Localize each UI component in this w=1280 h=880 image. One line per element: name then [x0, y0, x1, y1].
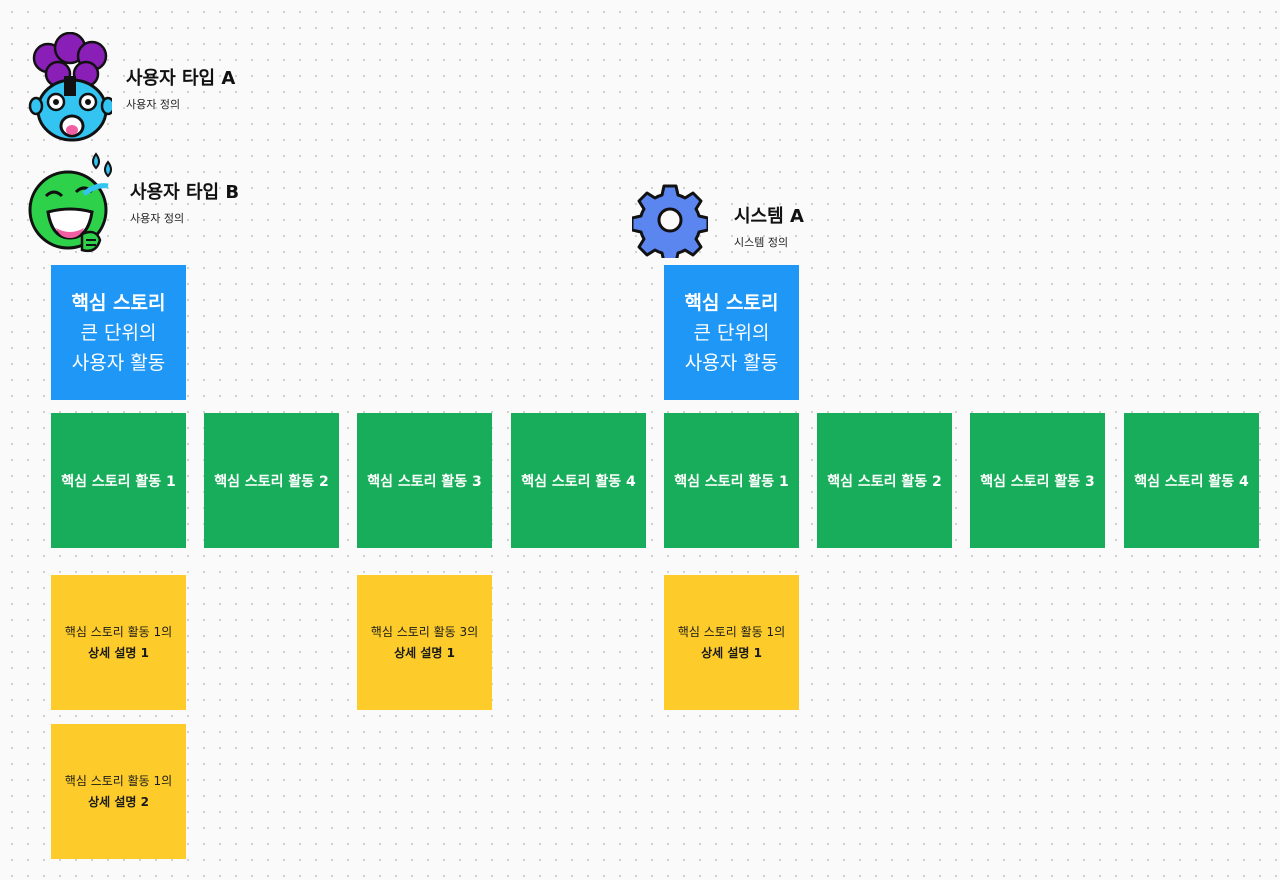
core-story-line: 사용자 활동 — [71, 351, 166, 374]
activity-sticky[interactable]: 핵심 스토리 활동 1 — [664, 413, 799, 548]
detail-sticky[interactable]: 핵심 스토리 활동 1의 상세 설명 1 — [51, 575, 186, 710]
persona-definition: 사용자 정의 — [126, 98, 181, 111]
detail-title: 상세 설명 2 — [88, 794, 149, 809]
persona-title: 사용자 타입 A — [126, 68, 236, 89]
detail-line: 핵심 스토리 활동 1의 — [64, 624, 173, 639]
detail-line: 핵심 스토리 활동 1의 — [64, 773, 173, 788]
detail-sticky[interactable]: 핵심 스토리 활동 1의 상세 설명 2 — [51, 724, 186, 859]
activity-label: 핵심 스토리 활동 1 — [61, 473, 176, 490]
activity-label: 핵심 스토리 활동 1 — [674, 473, 789, 490]
activity-label: 핵심 스토리 활동 2 — [827, 473, 942, 490]
core-story-line: 사용자 활동 — [684, 351, 779, 374]
detail-line: 핵심 스토리 활동 1의 — [677, 624, 786, 639]
detail-title: 상세 설명 1 — [701, 645, 762, 660]
detail-line: 핵심 스토리 활동 3의 — [370, 624, 479, 639]
core-story-title: 핵심 스토리 — [71, 291, 166, 314]
activity-sticky[interactable]: 핵심 스토리 활동 3 — [357, 413, 492, 548]
detail-sticky[interactable]: 핵심 스토리 활동 3의 상세 설명 1 — [357, 575, 492, 710]
core-story-line: 큰 단위의 — [693, 321, 770, 344]
activity-label: 핵심 스토리 활동 3 — [980, 473, 1095, 490]
detail-sticky[interactable]: 핵심 스토리 활동 1의 상세 설명 1 — [664, 575, 799, 710]
screaming-purple-hair-avatar-icon — [28, 31, 116, 146]
activity-sticky[interactable]: 핵심 스토리 활동 3 — [970, 413, 1105, 548]
activity-sticky[interactable]: 핵심 스토리 활동 4 — [1124, 413, 1259, 548]
gear-icon — [630, 182, 710, 264]
activity-sticky[interactable]: 핵심 스토리 활동 2 — [204, 413, 339, 548]
activity-label: 핵심 스토리 활동 4 — [521, 473, 636, 490]
activity-label: 핵심 스토리 활동 4 — [1134, 473, 1249, 490]
core-story-sticky[interactable]: 핵심 스토리 큰 단위의 사용자 활동 — [664, 265, 799, 400]
activity-sticky[interactable]: 핵심 스토리 활동 2 — [817, 413, 952, 548]
core-story-title: 핵심 스토리 — [684, 291, 779, 314]
core-story-line: 큰 단위의 — [80, 321, 157, 344]
activity-label: 핵심 스토리 활동 2 — [214, 473, 329, 490]
activity-sticky[interactable]: 핵심 스토리 활동 1 — [51, 413, 186, 548]
laughing-green-avatar-icon — [24, 148, 124, 262]
detail-title: 상세 설명 1 — [88, 645, 149, 660]
activity-label: 핵심 스토리 활동 3 — [367, 473, 482, 490]
persona-title: 시스템 A — [734, 206, 804, 227]
persona-definition: 사용자 정의 — [130, 212, 185, 225]
core-story-sticky[interactable]: 핵심 스토리 큰 단위의 사용자 활동 — [51, 265, 186, 400]
persona-title: 사용자 타입 B — [130, 182, 240, 203]
activity-sticky[interactable]: 핵심 스토리 활동 4 — [511, 413, 646, 548]
persona-definition: 시스템 정의 — [734, 236, 789, 249]
detail-title: 상세 설명 1 — [394, 645, 455, 660]
